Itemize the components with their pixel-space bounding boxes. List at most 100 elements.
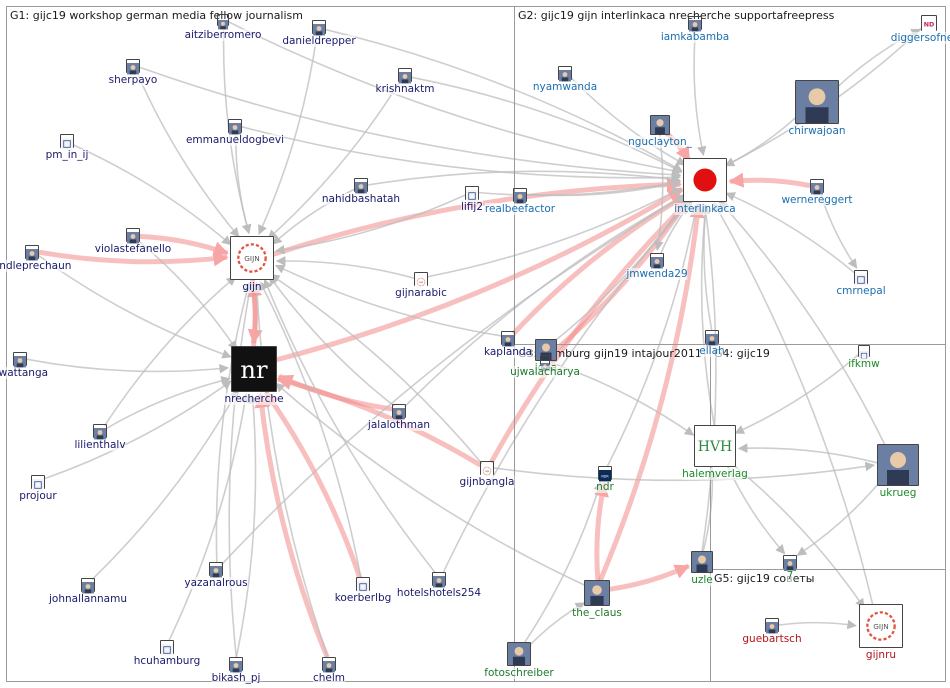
- svg-text:GIJN: GIJN: [244, 254, 259, 263]
- node-jmwenda29[interactable]: jmwenda29: [626, 253, 688, 280]
- node-label: lifij2: [460, 201, 484, 213]
- edge-cmrnepal-to-interlinkaca: [725, 192, 856, 274]
- node-guebartsch[interactable]: guebartsch: [742, 618, 802, 645]
- edge-guebartsch-to-gijnru: [778, 619, 857, 630]
- edge-lilienthalv-to-nrecherche: [106, 376, 231, 430]
- node-uzle[interactable]: uzle: [691, 551, 713, 586]
- edge-iamkabamba-to-interlinkaca: [693, 29, 707, 156]
- photo-icon: [392, 404, 406, 420]
- photo-icon: [229, 657, 243, 673]
- node-label: fotoschreiber: [484, 667, 554, 679]
- node-chelm[interactable]: chelm: [312, 657, 346, 684]
- node-cmrnepal[interactable]: cmrnepal: [836, 270, 886, 297]
- node-johnallannamu[interactable]: johnallannamu: [49, 578, 127, 605]
- node-label: johnallannamu: [49, 593, 127, 605]
- node-wernereggert[interactable]: wernereggert: [781, 179, 853, 206]
- node-aitziberromero[interactable]: aitziberromero: [184, 14, 262, 41]
- node-hotelshotels254[interactable]: hotelshotels254: [396, 572, 482, 599]
- gijn-logo-icon: GIJN: [859, 604, 903, 648]
- edge-lilienthalv-to-gijn: [103, 276, 237, 427]
- group-label-g3: G3: hamburg gijn19 intajour2011: [518, 347, 702, 360]
- node-realbeefactor[interactable]: realbeefactor: [484, 188, 556, 215]
- node-label: uzle: [691, 574, 713, 586]
- node-ellahtsh[interactable]: ellah: [699, 330, 725, 357]
- node-jalalothman[interactable]: jalalothman: [367, 404, 431, 431]
- edge-fotoschreiber-to-ndr: [523, 481, 603, 644]
- photo-icon: [126, 59, 140, 75]
- edge-kaplanda-to-gijn: [274, 264, 502, 337]
- node-bwattanga[interactable]: bwattanga: [0, 352, 49, 379]
- photo-icon: [688, 16, 702, 32]
- edge-lifij2-to-gijn: [275, 194, 466, 255]
- edge-halemverlag-to-gijnru: [728, 460, 865, 609]
- photo-icon: [501, 331, 515, 347]
- node-projour[interactable]: projour: [19, 475, 57, 502]
- edge-gijnbangla-to-ukrueg: [493, 461, 875, 482]
- node-label: 7: [786, 570, 794, 582]
- node-label: gijnbangla: [459, 476, 515, 488]
- photo-icon: [650, 253, 664, 269]
- edge-halemverlag-to-interlinkaca: [700, 204, 715, 426]
- node-label: hotelshotels254: [396, 587, 482, 599]
- node-ujwalacharya[interactable]: ujwalacharya: [510, 355, 580, 378]
- hvh-logo-icon: HVH: [694, 425, 736, 467]
- node-krishnaktm[interactable]: krishnaktm: [375, 68, 435, 95]
- node-nahidbashatah[interactable]: nahidbashatah: [321, 178, 401, 205]
- edge-violastefanello-to-gijn: [139, 233, 229, 256]
- edge-bikash_pj-to-nrecherche: [235, 393, 258, 658]
- node-bikash_pj[interactable]: bikash_pj: [211, 657, 261, 684]
- node-sovety[interactable]: 7: [783, 555, 797, 582]
- node-chirwajoan[interactable]: chirwajoan: [788, 80, 846, 137]
- node-label: nguclayton_: [628, 136, 692, 148]
- edge-emmanueldogbevi-to-interlinkaca: [241, 126, 682, 183]
- node-violastefanello[interactable]: violastefanello: [94, 228, 172, 255]
- node-emmanueldogbevi[interactable]: emmanueldogbevi: [185, 119, 285, 146]
- group-label-g2: G2: gijc19 gijn interlinkaca nrecherche …: [518, 9, 835, 22]
- node-diggersofnews[interactable]: NDdiggersofnews: [890, 15, 950, 44]
- node-label: chelm: [312, 672, 346, 684]
- node-nyamwanda[interactable]: nyamwanda: [532, 66, 598, 93]
- edge-pm_in_ij-to-gijn: [72, 144, 232, 246]
- node-kaplanda[interactable]: kaplanda: [483, 331, 533, 358]
- node-label: violastefanello: [94, 243, 172, 255]
- node-ukrueg[interactable]: ukrueg: [877, 444, 919, 499]
- node-yazanalrous[interactable]: yazanalrous: [184, 562, 248, 589]
- edge-danieldrepper-to-gijn: [258, 33, 318, 235]
- node-hcuhamburg[interactable]: hcuhamburg: [133, 640, 201, 667]
- node-2ndleprechaun[interactable]: 2ndleprechaun: [0, 245, 72, 272]
- edge-yazanalrous-to-gijn: [215, 281, 252, 563]
- node-pm_in_ij[interactable]: pm_in_ij: [45, 134, 89, 161]
- node-label: bwattanga: [0, 367, 49, 379]
- node-iamkabamba[interactable]: iamkabamba: [660, 16, 730, 43]
- edge-ifkmw-to-halemverlag: [734, 353, 860, 434]
- node-lifij2[interactable]: lifij2: [460, 186, 484, 213]
- edge-sherpayo-to-gijn: [135, 71, 240, 238]
- logo-icon: [854, 270, 868, 286]
- group-box-g5: [710, 569, 946, 682]
- node-the_claus[interactable]: the_claus: [572, 580, 622, 619]
- node-danieldrepper[interactable]: danieldrepper: [282, 20, 356, 47]
- node-lilienthalv[interactable]: lilienthalv: [74, 424, 126, 451]
- node-ifkmw[interactable]: ifkmw: [848, 345, 880, 370]
- node-fotoschreiber[interactable]: fotoschreiber: [484, 642, 554, 679]
- logo-icon: [356, 577, 370, 593]
- node-label: realbeefactor: [484, 203, 556, 215]
- edge-ukrueg-to-halemverlag: [737, 443, 878, 464]
- node-label: ndr: [596, 481, 614, 493]
- node-koerberlbg[interactable]: koerberlbg: [334, 577, 392, 604]
- node-sherpayo[interactable]: sherpayo: [108, 59, 158, 86]
- photo-icon: [513, 188, 527, 204]
- edge-the_claus-to-nrecherche: [275, 382, 587, 587]
- node-nguclayton_[interactable]: nguclayton_: [628, 115, 692, 148]
- node-interlinkaca[interactable]: interlinkaca: [674, 158, 736, 215]
- photo-icon: [810, 179, 824, 195]
- edge-projour-to-nrecherche: [43, 380, 232, 480]
